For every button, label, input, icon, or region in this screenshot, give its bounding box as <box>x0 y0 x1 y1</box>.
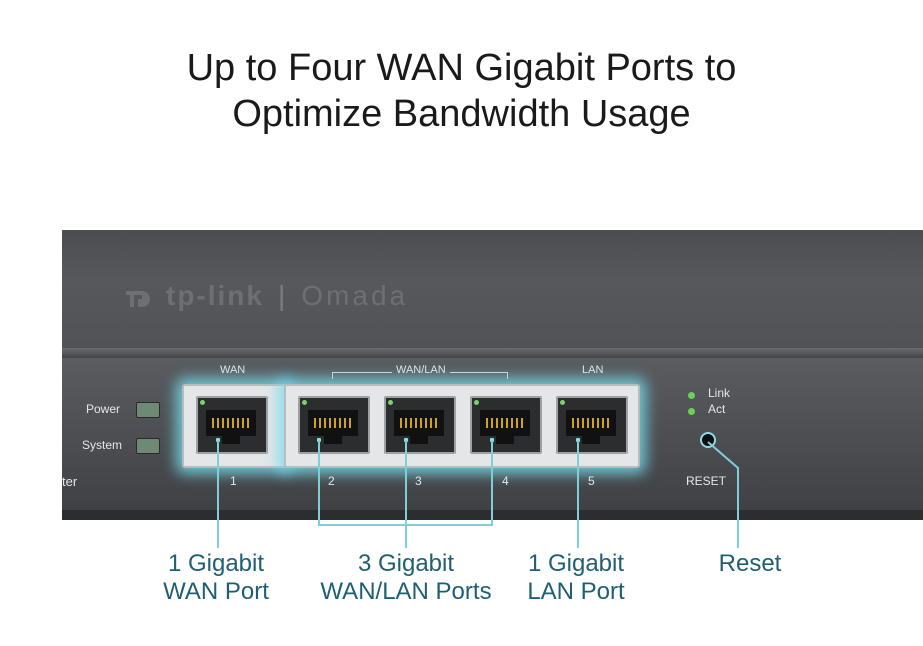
lan-callout-text-1: 1 Gigabit <box>527 550 625 577</box>
system-led <box>136 438 160 454</box>
ethernet-port-2[interactable] <box>298 396 370 454</box>
wan-port-callout: 1 Gigabit WAN Port <box>138 550 294 606</box>
router-device: tp-link|Omada ter Power System WAN WAN/L… <box>62 230 923 520</box>
router-top-panel: tp-link|Omada <box>62 230 923 356</box>
wanlan-group-label: WAN/LAN <box>392 364 450 376</box>
reset-callout: Reset <box>694 550 806 578</box>
wanlan-callout-text-1: 3 Gigabit <box>357 550 455 577</box>
reset-button[interactable] <box>700 432 716 448</box>
subbrand-name: Omada <box>301 280 409 311</box>
ethernet-port-1[interactable] <box>196 396 268 454</box>
lan-port-callout: 1 Gigabit LAN Port <box>500 550 652 606</box>
ethernet-port-3[interactable] <box>384 396 456 454</box>
wanlan-ports-callout: 3 Gigabit WAN/LAN Ports <box>294 550 518 606</box>
act-label: Act <box>708 402 726 416</box>
headline-line-2: Optimize Bandwidth Usage <box>232 93 691 135</box>
model-label-fragment: ter <box>62 474 78 489</box>
router-front-panel: ter Power System WAN WAN/LAN LAN 1 2 3 4… <box>62 358 923 510</box>
system-label: System <box>82 438 123 452</box>
wanlan-callout-text-2: WAN/LAN Ports <box>320 578 492 605</box>
lan-callout-line <box>577 440 579 548</box>
wanlan-callout-bracket <box>318 524 493 526</box>
wan-callout-line-1: 1 Gigabit <box>167 550 265 577</box>
ethernet-port-4[interactable] <box>470 396 542 454</box>
tp-link-logo-icon <box>126 290 150 307</box>
wan-group-label: WAN <box>220 364 246 376</box>
brand-logo: tp-link|Omada <box>122 280 408 312</box>
router-edge <box>62 348 923 360</box>
reset-callout-line <box>707 441 739 548</box>
port-number-5: 5 <box>588 474 595 488</box>
port-number-4: 4 <box>502 474 509 488</box>
ethernet-port-5[interactable] <box>556 396 628 454</box>
lan-callout-text-2: LAN Port <box>527 578 625 605</box>
port-number-2: 2 <box>328 474 335 488</box>
power-led <box>136 402 160 418</box>
wan-callout-line-2: WAN Port <box>163 578 269 605</box>
act-led <box>688 408 695 415</box>
port-number-1: 1 <box>230 474 237 488</box>
port-number-3: 3 <box>415 474 422 488</box>
headline-line-1: Up to Four WAN Gigabit Ports to <box>186 47 737 89</box>
wanlan-callout-line-3 <box>405 440 407 548</box>
reset-label: RESET <box>686 474 727 488</box>
power-label: Power <box>86 402 121 416</box>
brand-name: tp-link <box>166 280 264 311</box>
wanlan-callout-line-2 <box>318 440 320 526</box>
reset-callout-text: Reset <box>718 550 782 577</box>
lan-group-label: LAN <box>582 364 604 376</box>
link-led <box>688 392 695 399</box>
wanlan-callout-line-4 <box>491 440 493 526</box>
wan-callout-line <box>217 440 219 548</box>
link-label: Link <box>708 386 731 400</box>
